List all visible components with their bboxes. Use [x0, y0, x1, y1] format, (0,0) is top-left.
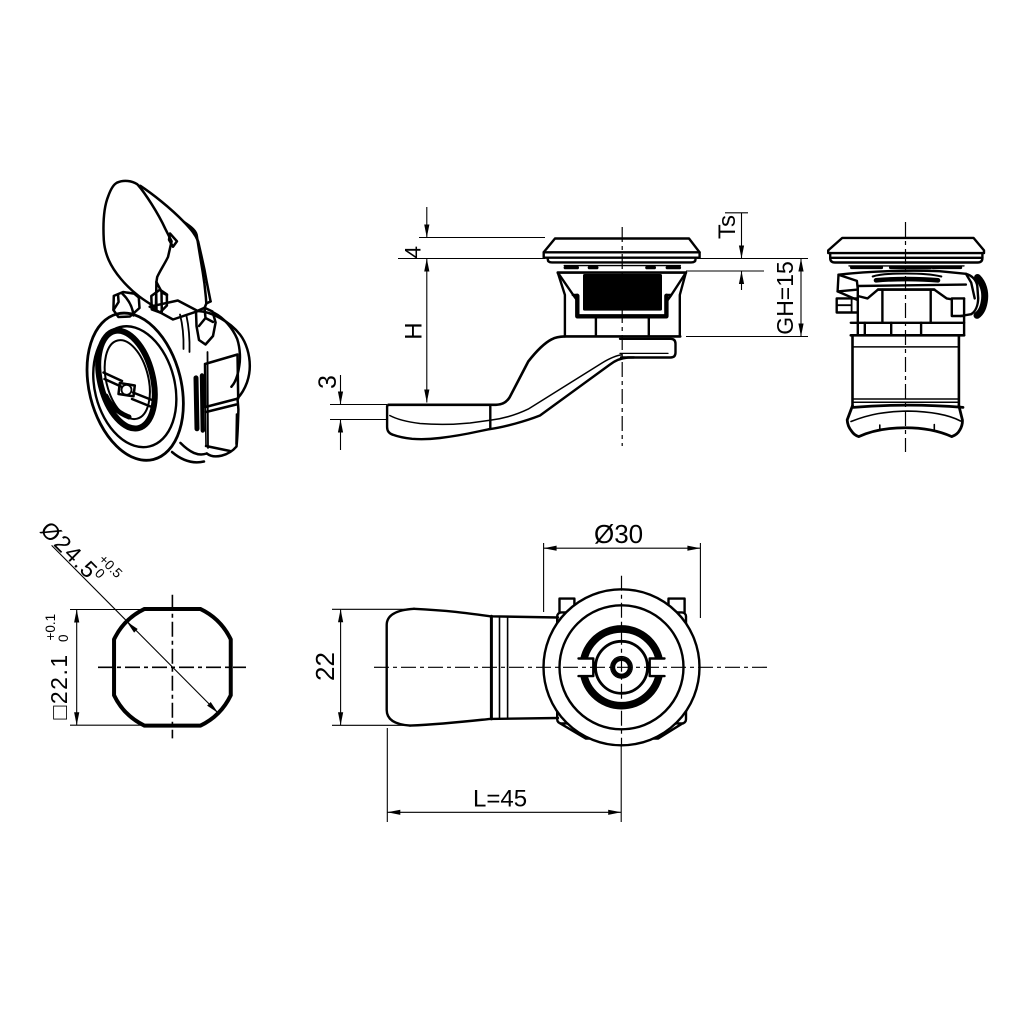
svg-text:3: 3: [314, 375, 342, 389]
svg-text:Ø30: Ø30: [594, 519, 643, 549]
svg-text:22: 22: [310, 652, 340, 681]
svg-text:□22.1: □22.1: [46, 653, 72, 719]
svg-text:+0.1: +0.1: [43, 614, 58, 641]
svg-text:Ts: Ts: [714, 215, 741, 239]
svg-text:GH=15: GH=15: [772, 261, 798, 335]
svg-text:4: 4: [400, 246, 425, 259]
svg-text:H: H: [401, 322, 428, 339]
svg-text:L=45: L=45: [473, 786, 527, 813]
svg-text:0: 0: [56, 634, 71, 642]
